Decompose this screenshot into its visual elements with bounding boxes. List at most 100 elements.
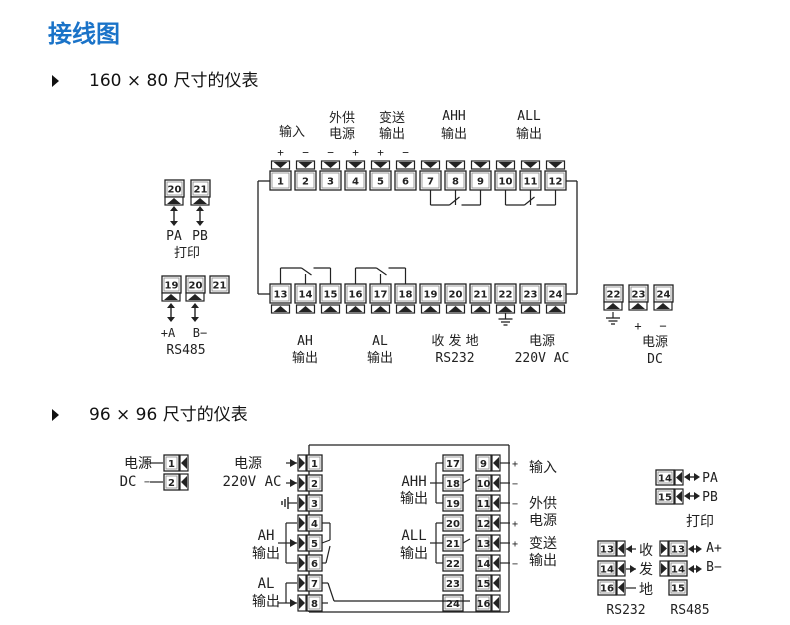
terminal-number: 16 — [349, 290, 363, 301]
terminal-top — [269, 170, 292, 191]
terminal-number: 24 — [446, 599, 460, 610]
screw-arrow-icon — [448, 306, 463, 312]
screw-arrow-icon — [273, 162, 288, 168]
screw-arrow-icon — [398, 306, 413, 312]
terminal-inner — [165, 475, 178, 489]
terminal-inner — [321, 285, 340, 302]
terminal-number: 14 — [658, 474, 672, 485]
terminal-inner — [308, 516, 321, 530]
screw-arrow-icon — [164, 294, 178, 300]
relay-switch-icon — [449, 196, 460, 206]
polarity-sign: − — [327, 146, 334, 159]
terminal-number: 14 — [600, 565, 614, 576]
terminal-bottom — [519, 283, 542, 304]
terminal-inner — [308, 496, 321, 510]
label-print: 打印 — [174, 246, 200, 261]
terminal-side — [306, 454, 323, 472]
terminal-number: 1 — [311, 459, 318, 470]
terminal-number: 13 — [671, 545, 685, 556]
diagram-96x96: 123456781718192021222324910111213141516+… — [120, 444, 722, 618]
label-al: 输出 — [252, 594, 280, 610]
label-transmit: 变送 — [529, 536, 557, 552]
screw-arrow-icon — [423, 306, 438, 312]
label-power: 电源 — [234, 456, 262, 472]
terminal-inner — [521, 285, 540, 302]
label-220vac: 220V AC — [222, 474, 281, 490]
label-dc: DC — [647, 352, 663, 367]
terminal-bottom — [469, 283, 492, 304]
label-pa: PA — [166, 229, 182, 244]
polarity-sign: + — [512, 539, 518, 550]
terminal-number: 20 — [446, 519, 460, 530]
terminal-number: 19 — [446, 499, 460, 510]
screw-arrow-icon — [398, 162, 413, 168]
screw-arrow-icon — [618, 543, 624, 554]
terminal-number: 3 — [327, 177, 334, 188]
terminal-inner — [321, 172, 340, 189]
section-160x80: 160 × 80 尺寸的仪表 — [52, 66, 259, 91]
polarity-sign: − — [402, 146, 409, 159]
terminal-number: 20 — [168, 185, 182, 196]
screw-arrow-icon — [181, 457, 187, 469]
terminal-inner — [496, 285, 515, 302]
terminal-module — [597, 540, 617, 557]
relay-switch-icon — [524, 196, 535, 206]
arrow-right-icon — [694, 473, 700, 481]
terminal-side — [475, 514, 492, 532]
label-transmit: 输出 — [379, 126, 405, 142]
polarity-sign: + — [144, 457, 150, 468]
label-rx-tx-gnd: 收 发 地 — [431, 333, 478, 349]
terminal-module — [597, 560, 617, 577]
terminal-number: 7 — [311, 579, 318, 590]
terminal-number: 6 — [402, 177, 409, 188]
terminal-number: 22 — [499, 290, 513, 301]
screw-arrow-icon — [181, 476, 187, 488]
terminal-number: 1 — [277, 177, 284, 188]
terminal-number: 23 — [524, 290, 538, 301]
label-supply: 电源 — [329, 127, 355, 142]
screw-arrow-icon — [493, 557, 499, 569]
screw-arrow-icon — [493, 597, 499, 609]
label-rs232: RS232 — [606, 603, 645, 618]
arrow-down-icon — [170, 221, 178, 226]
terminal-inner — [444, 596, 462, 610]
label-transmit: 变送 — [379, 110, 405, 126]
relay-switch-icon — [327, 582, 335, 602]
screw-arrow-icon — [299, 577, 305, 589]
label-input: 输入 — [529, 460, 557, 476]
screw-arrow-icon — [373, 162, 388, 168]
label-ah: 输出 — [292, 350, 318, 366]
screw-arrow-icon — [498, 162, 513, 168]
terminal-number: 21 — [213, 281, 227, 292]
wire — [325, 545, 331, 564]
screw-arrow-icon — [348, 162, 363, 168]
label-input: 输入 — [279, 124, 305, 140]
terminal-number: 5 — [377, 177, 384, 188]
terminal-inner — [477, 476, 490, 490]
terminal-inner — [271, 285, 290, 302]
screw-arrow-icon — [676, 491, 682, 502]
terminal-inner — [421, 285, 440, 302]
terminal-number: 4 — [352, 177, 359, 188]
screw-arrow-icon — [473, 306, 488, 312]
label-ah: AH — [297, 334, 313, 349]
label-al: AL — [372, 334, 388, 349]
terminal-inner — [211, 277, 228, 292]
terminal-number: 3 — [311, 499, 318, 510]
label-dc-power: 电源 — [642, 335, 668, 350]
label-ahh: 输出 — [400, 491, 428, 507]
terminal-number: 12 — [477, 519, 491, 530]
terminal-inner — [308, 596, 321, 610]
label-rs485: RS485 — [166, 343, 205, 358]
label-rs485-a: +A — [161, 326, 176, 340]
terminal-inner — [605, 286, 622, 301]
terminal-side — [163, 454, 180, 472]
terminal-side — [475, 494, 492, 512]
label-pb: PB — [192, 229, 208, 244]
label-dc: DC — [120, 474, 137, 490]
terminal-number: 8 — [452, 177, 459, 188]
terminal-side — [475, 554, 492, 572]
terminal-side — [475, 474, 492, 492]
screw-arrow-icon — [661, 563, 667, 574]
terminal-number: 14 — [477, 559, 491, 570]
